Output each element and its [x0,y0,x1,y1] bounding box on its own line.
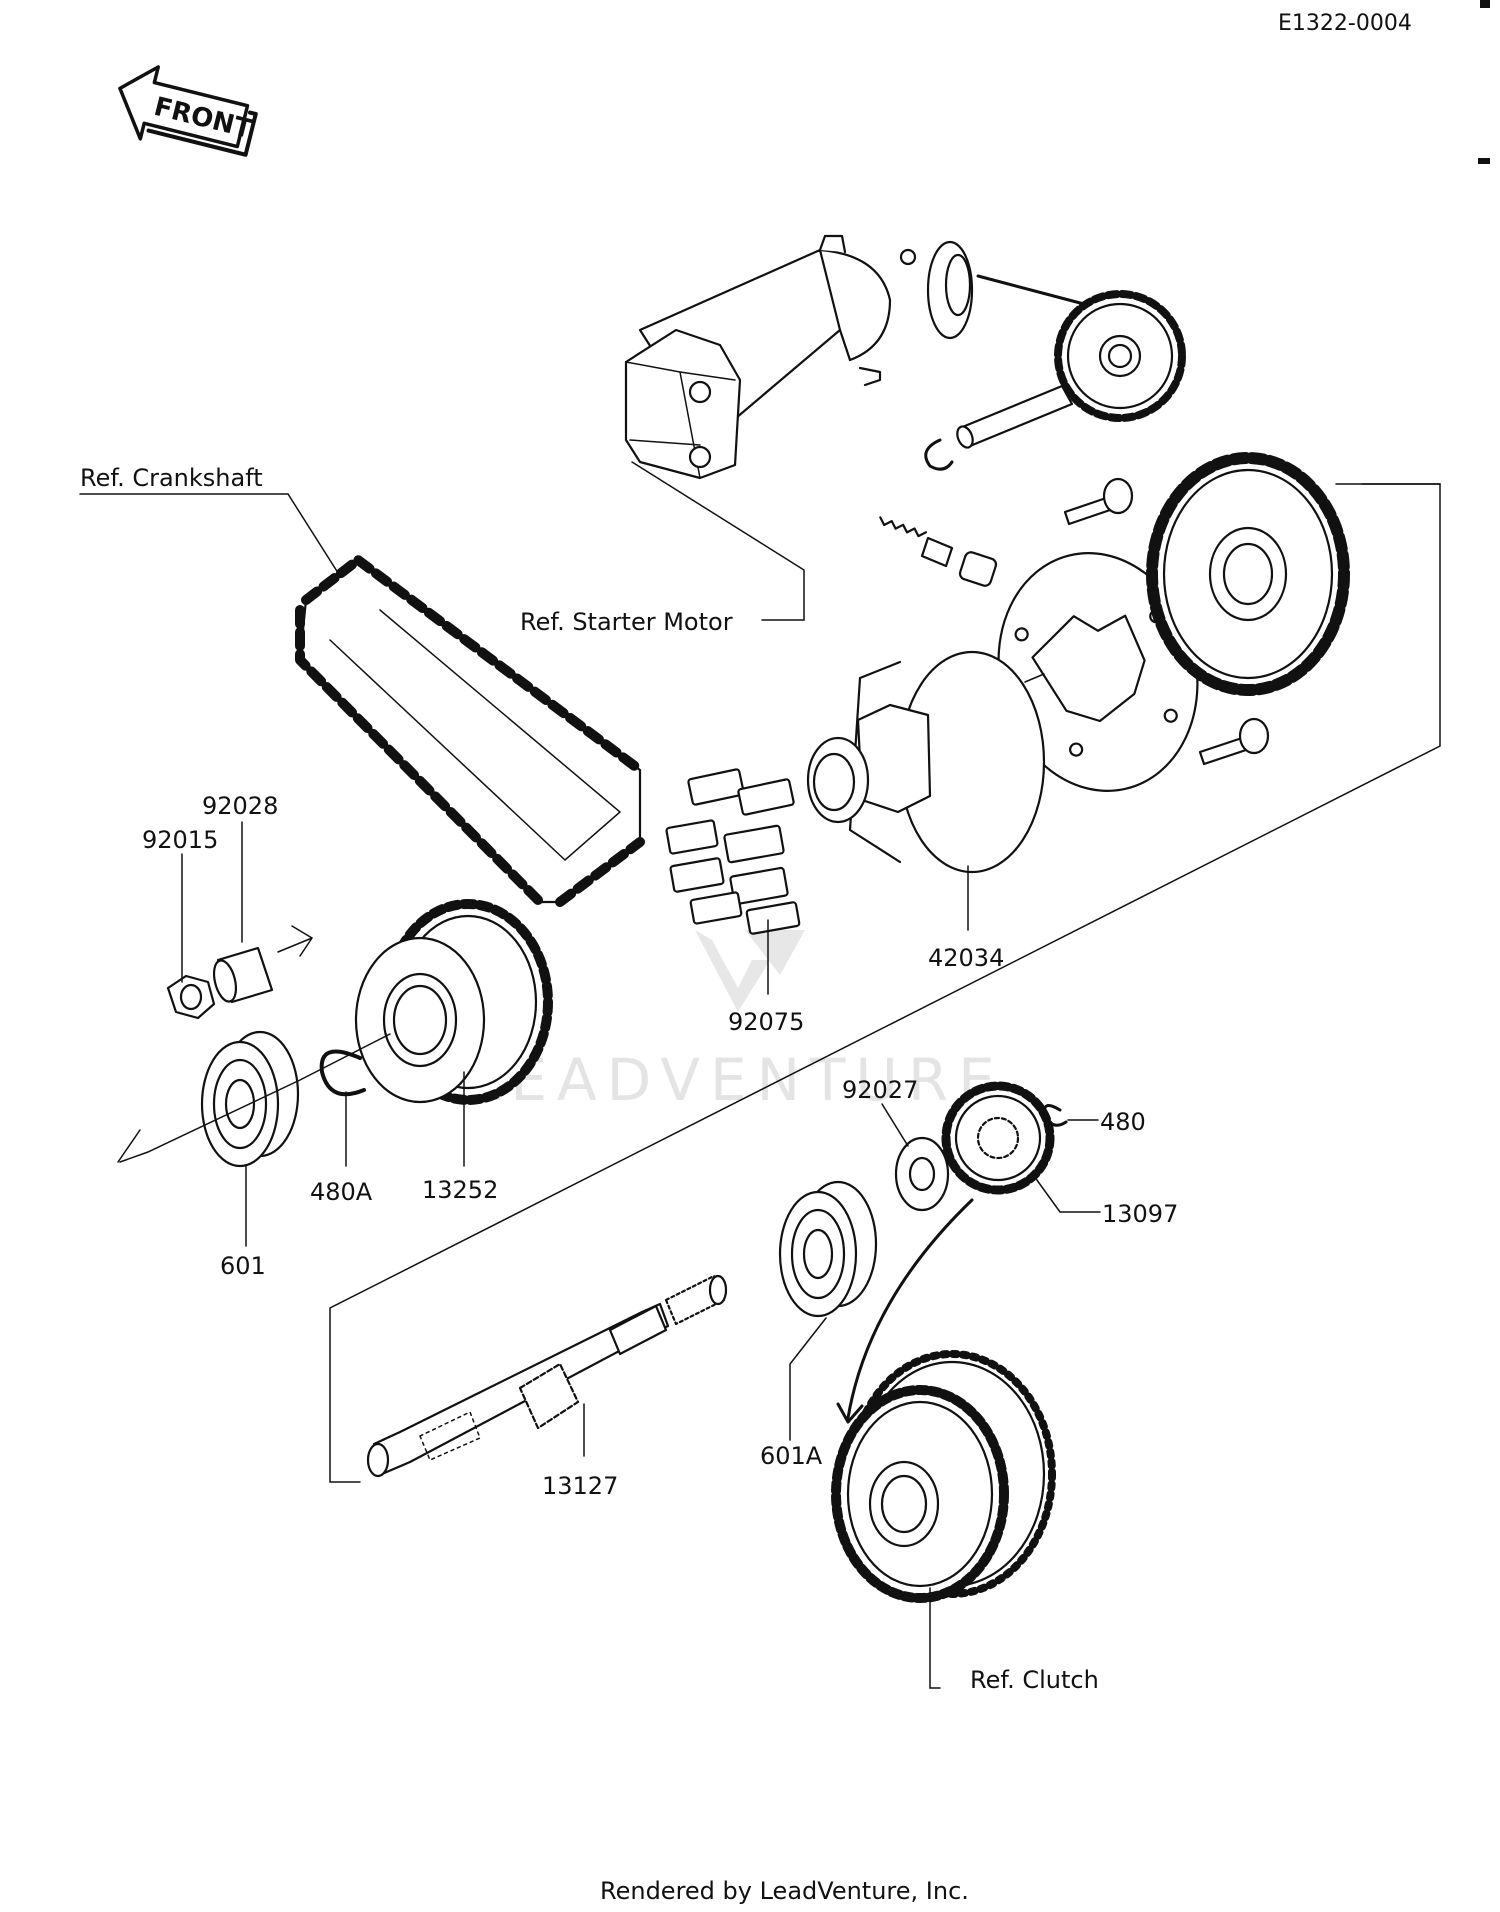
leader-ref-clutch [929,1587,941,1689]
circlip-480 [1043,1104,1068,1127]
collar-92028 [212,946,274,1004]
axis-arrow-upper [277,925,314,957]
starter-motor [624,234,1086,480]
part-number-13252: 13252 [422,1176,498,1204]
idler-shaft [956,384,1074,449]
clutch-housing [831,1350,1056,1603]
washer-92027 [894,1136,950,1212]
part-number-92028: 92028 [202,792,278,820]
edge-mark-mid [1478,158,1490,164]
watermark-logo-icon [695,930,805,1012]
starter-clutch-plate [997,552,1199,792]
axis-arrow-lower [117,1129,141,1163]
part-number-480A: 480A [310,1178,373,1206]
part-number-601: 601 [220,1252,266,1280]
leader-601A [789,1317,827,1441]
idler-circlip [924,438,954,471]
spring-pin-cap [879,516,998,587]
watermark-text: LEADVENTURE [468,1046,1005,1114]
assembly-arrow [846,1198,974,1420]
ref-crankshaft-leader [79,493,341,577]
ref-crankshaft-label: Ref. Crankshaft [80,464,263,492]
output-shaft-13127 [366,1274,728,1478]
starter-clutch-rollers [665,768,801,935]
gear-13097 [941,1081,1055,1195]
starter-driven-gear [1146,452,1350,696]
part-number-13127: 13127 [542,1472,618,1500]
primary-drive-chain [295,555,645,907]
part-number-480: 480 [1100,1108,1146,1136]
starter-idler-gear [1054,290,1186,422]
document-code: E1322-0004 [1278,11,1412,36]
part-number-92027: 92027 [842,1076,918,1104]
part-number-92075: 92075 [728,1008,804,1036]
bracket-join [1024,673,1045,683]
ball-bearing-601 [200,1030,300,1168]
bolt-upper [1063,477,1134,526]
bolt-lower [1198,717,1270,766]
nut-92015 [166,974,216,1020]
ref-starter-motor-leader [631,461,805,621]
ref-starter-motor-label: Ref. Starter Motor [520,608,733,636]
leader-92027 [881,1103,909,1147]
axis-line-lower [119,1033,391,1163]
starter-clutch-hub [806,650,1046,874]
part-number-42034: 42034 [928,944,1004,972]
ball-bearing-601A [778,1180,878,1318]
footer-credit: Rendered by LeadVenture, Inc. [600,1877,969,1905]
edge-mark-top [1480,0,1490,8]
leader-13097 [1033,1175,1101,1213]
assembly-arrow-head-icon [836,1402,864,1424]
part-number-601A: 601A [760,1442,823,1470]
ref-clutch-label: Ref. Clutch [970,1666,1099,1694]
part-number-92015: 92015 [142,826,218,854]
part-number-13097: 13097 [1102,1200,1178,1228]
front-arrow-icon: FRONT [118,65,258,157]
secondary-gear-13252 [354,899,553,1105]
